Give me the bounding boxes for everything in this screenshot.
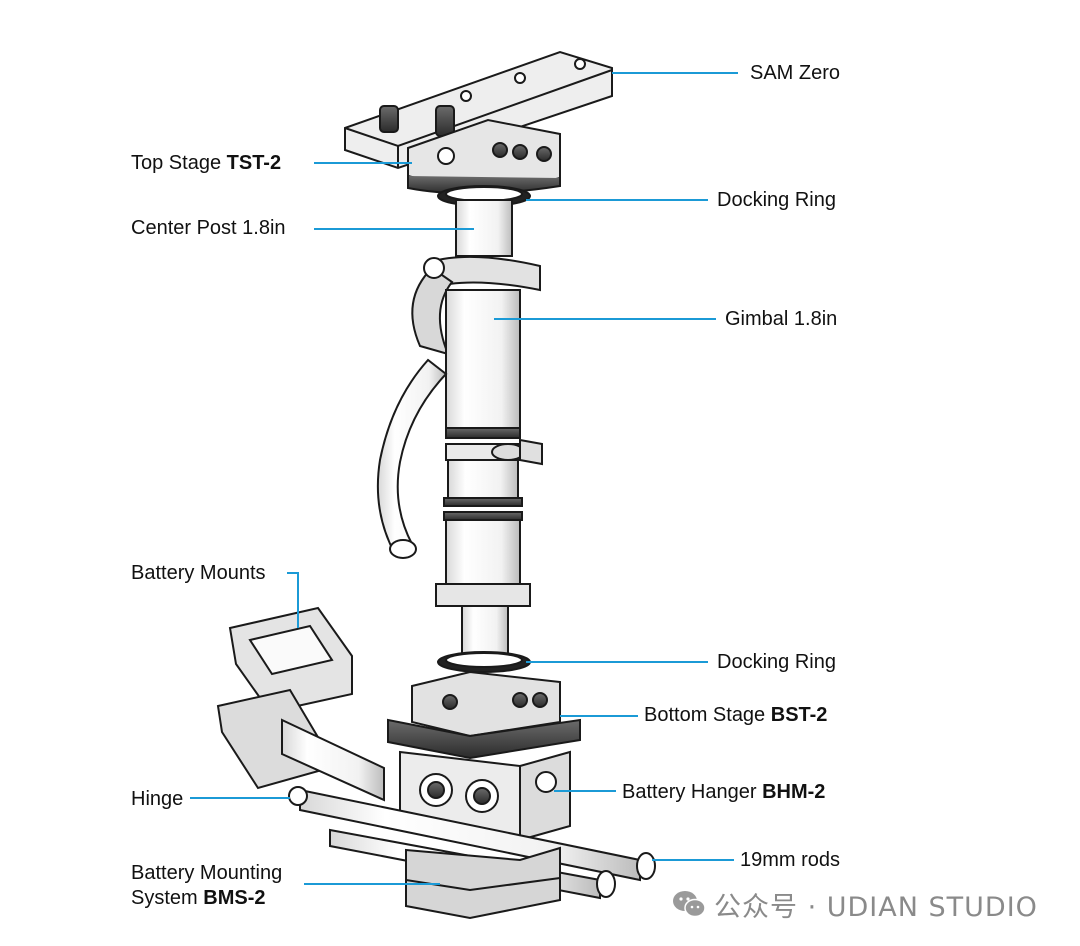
watermark-text: 公众号 · UDIAN STUDIO [714,891,1038,923]
leader-lines [190,72,738,885]
bottom-stage [387,670,581,760]
gimbal-body [445,289,521,431]
label-battery-mounts: Battery Mounts [131,562,266,584]
label-bottom-stage-text: Bottom Stage [644,704,766,726]
gimbal-handle [376,358,448,554]
label-rods: 19mm rods [740,849,841,871]
label-bms-line2-text: System [131,887,198,909]
label-battery-hanger-text: Battery Hanger [622,781,757,803]
watermark: 公众号 · UDIAN STUDIO [672,884,1038,924]
lower-center-post [461,605,509,657]
label-docking-ring-bottom: Docking Ring [717,651,836,673]
label-sam-zero: SAM Zero [750,62,841,84]
sam-zero-plate [344,50,613,170]
label-bms-model: BMS-2 [203,887,266,909]
label-top-stage: Top Stage TST-2 [131,151,281,175]
wechat-icon [673,891,706,918]
label-docking-ring-top: Docking Ring [717,189,836,211]
battery-mounts [216,606,385,802]
label-battery-hanger-model: BHM-2 [762,781,826,803]
label-battery-mounting-system: Battery Mounting System BMS-2 [131,861,282,911]
label-bottom-stage-model: BST-2 [770,704,828,726]
label-center-post: Center Post 1.8in [131,217,286,239]
gimbal-yoke [411,255,541,356]
label-gimbal: Gimbal 1.8in [725,308,838,330]
label-top-stage-model: TST-2 [226,152,282,174]
label-battery-hanger: Battery Hanger BHM-2 [622,780,825,804]
label-hinge: Hinge [131,788,184,810]
rig-illustration [216,50,656,920]
label-top-stage-text: Top Stage [131,152,222,174]
label-bms-line1: Battery Mounting [131,862,283,884]
label-bottom-stage: Bottom Stage BST-2 [644,703,827,727]
top-stage [407,118,561,198]
label-bms-line2: System BMS-2 [131,886,282,911]
hinge-pivot [288,786,308,806]
